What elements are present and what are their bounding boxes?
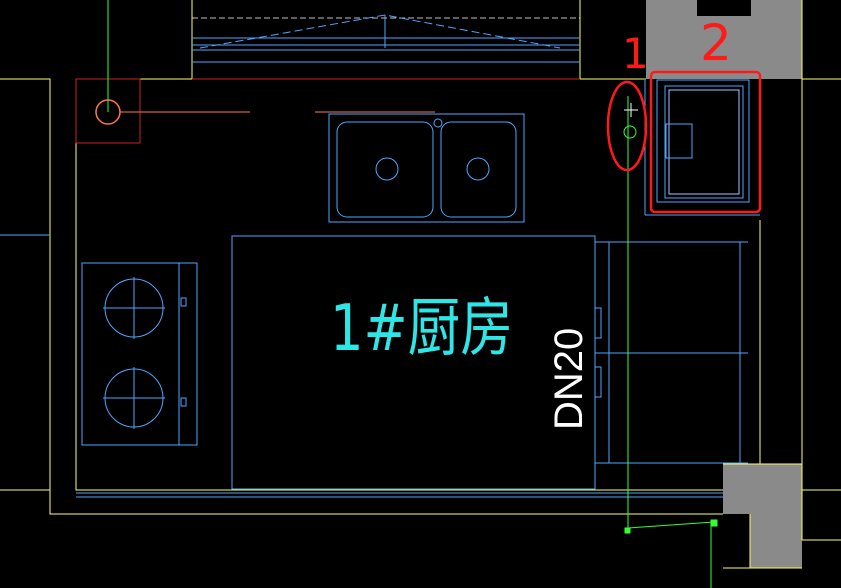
column-bottom-right-notch — [723, 514, 750, 568]
room-label: 1#厨房 — [330, 292, 513, 366]
structural-columns — [646, 0, 802, 568]
crosshair-cursor-icon — [624, 103, 638, 117]
markup-annotation-1: 1 — [606, 29, 649, 172]
left-partitions — [0, 234, 723, 498]
walls — [0, 0, 841, 569]
floor-drain-icon — [644, 79, 760, 216]
pipe-dn20 — [623, 96, 718, 588]
double-sink-icon — [328, 113, 525, 223]
marker-1-label: 1 — [622, 29, 649, 78]
pipe-label: DN20 — [547, 328, 591, 430]
riser-top-left — [75, 0, 435, 144]
wall-left-inner — [75, 79, 723, 491]
window-top — [192, 14, 580, 80]
countertop — [231, 235, 748, 490]
pipe-riser-icon — [623, 125, 637, 139]
wall-left-outer — [0, 78, 723, 515]
markup-annotation-2: 2 — [649, 14, 762, 214]
gas-stove-icon — [81, 262, 198, 446]
column-top-right-notch — [697, 0, 751, 16]
marker-2-label: 2 — [700, 14, 732, 72]
